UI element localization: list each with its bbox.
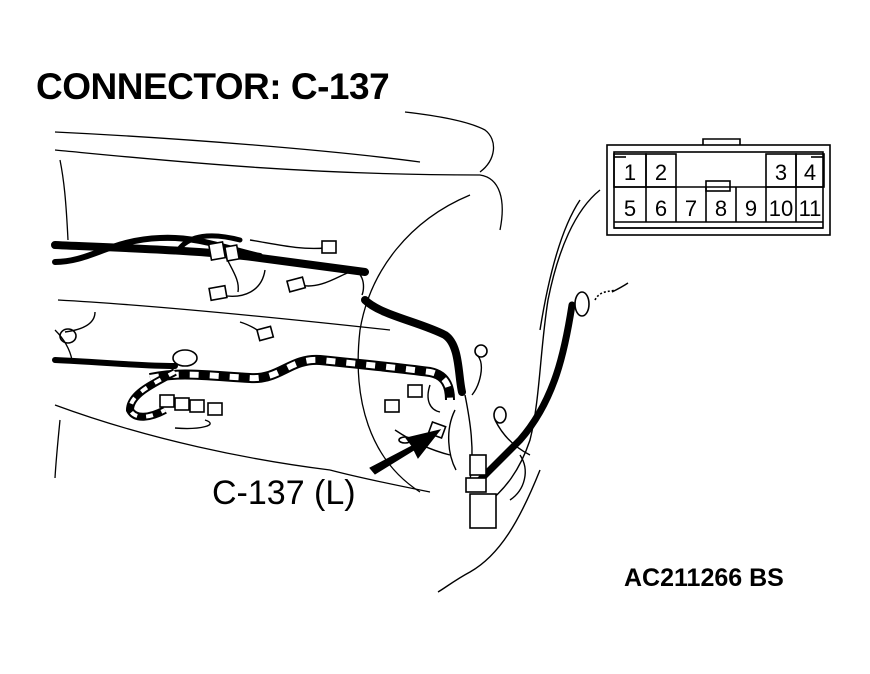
pin-label: 5 xyxy=(624,196,636,221)
striped-harness xyxy=(125,354,455,421)
pin-label: 6 xyxy=(655,196,667,221)
pin-label: 2 xyxy=(655,160,667,185)
pin-label: 1 xyxy=(624,160,636,185)
small-connectors xyxy=(159,240,497,529)
pin-label: 4 xyxy=(804,160,816,185)
pin-label: 11 xyxy=(799,196,822,221)
diagram-title: CONNECTOR: C-137 xyxy=(36,66,390,107)
pin-label: 3 xyxy=(775,160,787,185)
callout-label: C-137 (L) xyxy=(212,474,356,512)
pin-label: 9 xyxy=(745,196,757,221)
connector-face xyxy=(606,138,831,236)
grommets xyxy=(59,289,616,444)
pin-label: 8 xyxy=(715,196,727,221)
figure-code: AC211266 BS xyxy=(624,564,784,592)
connector-pin-labels: 1 2 3 4 5 6 7 8 9 10 11 xyxy=(624,160,822,221)
pin-label: 7 xyxy=(685,196,697,221)
dashboard-outline xyxy=(54,111,503,493)
pin-label: 10 xyxy=(769,196,793,221)
main-harness xyxy=(51,233,576,484)
pointer-arrow xyxy=(369,429,442,475)
